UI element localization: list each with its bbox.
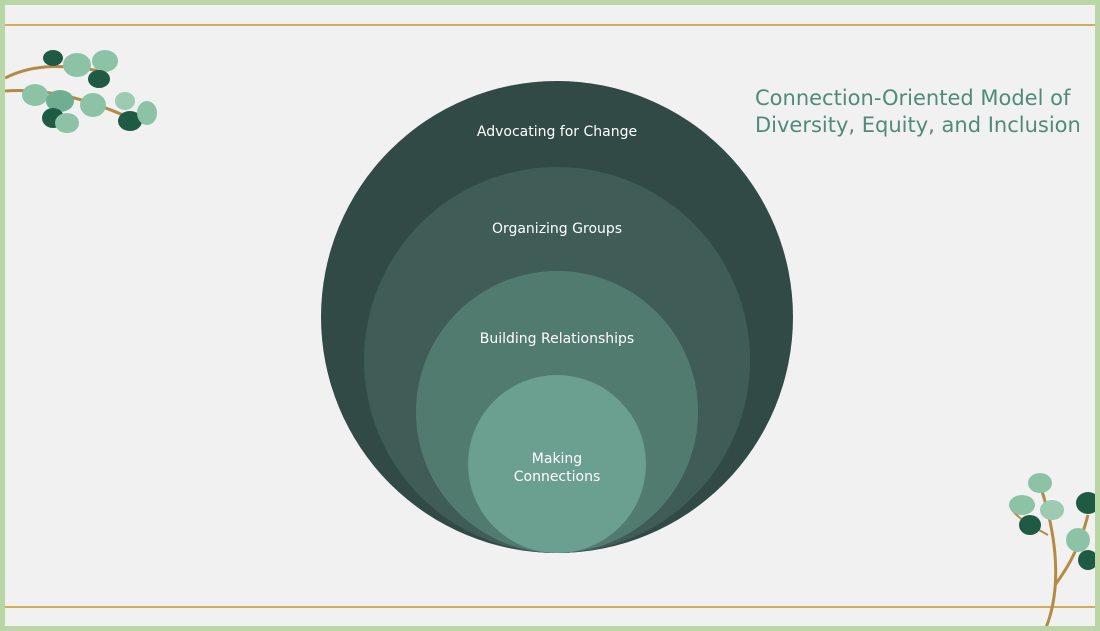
ring-making-connections	[468, 375, 646, 553]
ring-label-organizing-groups: Organizing Groups	[357, 220, 757, 238]
slide-title-line-1: Connection-Oriented Model of	[755, 86, 1071, 110]
nested-circles-diagram	[321, 81, 793, 553]
ring-label-line: Advocating for Change	[476, 124, 638, 140]
top-rule	[5, 24, 1095, 26]
slide-title-line-2: Diversity, Equity, and Inclusion	[755, 113, 1081, 137]
ring-label-advocating-for-change: Advocating for Change	[357, 123, 757, 141]
ring-label-building-relationships: Building Relationships	[357, 330, 757, 348]
ring-label-line: Building Relationships	[479, 331, 635, 347]
ring-label-line: Organizing Groups	[491, 221, 623, 237]
eucalyptus-branch-bottom-right-icon	[1009, 473, 1095, 626]
ring-label-line: Making	[531, 451, 583, 467]
slide-title: Connection-Oriented Model of Diversity, …	[755, 85, 1095, 139]
eucalyptus-branch-top-left-icon	[5, 50, 157, 133]
bottom-rule	[5, 606, 1095, 608]
ring-label-making-connections: Making Connections	[357, 450, 757, 486]
ring-label-line: Connections	[513, 469, 601, 485]
